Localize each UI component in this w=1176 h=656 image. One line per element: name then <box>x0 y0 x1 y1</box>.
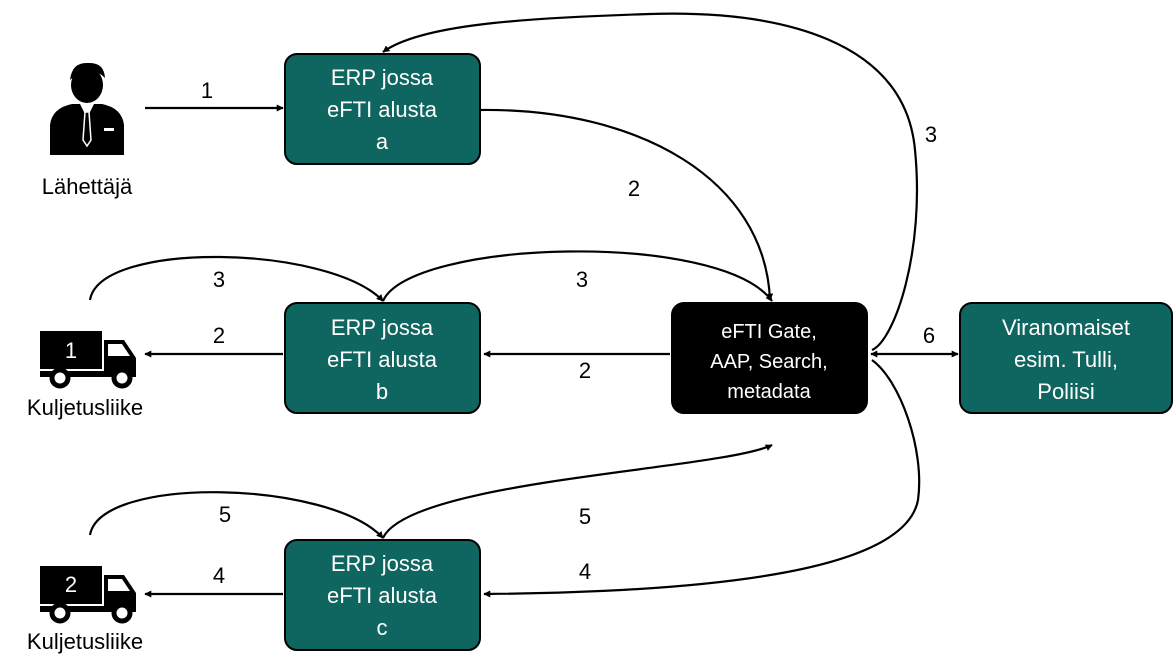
label-a-to-gate: 2 <box>628 176 640 201</box>
gate-line-1: eFTI Gate, <box>721 321 817 343</box>
sender-icon <box>50 62 124 155</box>
truck-2-badge: 2 <box>65 572 77 597</box>
label-carrier1-to-b: 3 <box>213 267 225 292</box>
erp-a-box: ERP jossa eFTI alusta a <box>284 53 481 165</box>
carrier-1-to-erp-b-arrow <box>88 255 384 302</box>
authorities-line-1: Viranomaiset <box>1002 315 1130 340</box>
erp-c-line-1: ERP jossa <box>331 551 434 576</box>
erp-b-line-3: b <box>376 379 388 404</box>
truck-1-badge: 1 <box>65 338 77 363</box>
gate-line-3: metadata <box>727 381 811 403</box>
label-b-to-carrier1: 2 <box>213 323 225 348</box>
erp-a-line-2: eFTI alusta <box>327 97 438 122</box>
label-gate-to-a: 3 <box>925 122 937 147</box>
truck-1-icon <box>40 331 136 389</box>
erp-b-line-1: ERP jossa <box>331 315 434 340</box>
carrier-2-label: Kuljetusliike <box>27 629 143 654</box>
erp-a-line-3: a <box>376 129 389 154</box>
label-sender-to-a: 1 <box>201 78 213 103</box>
sender-label: Lähettäjä <box>42 174 133 199</box>
label-b-to-gate: 3 <box>576 267 588 292</box>
erp-c-to-gate-arrow <box>382 444 773 539</box>
label-gate-authorities: 6 <box>923 323 935 348</box>
erp-c-box: ERP jossa eFTI alusta c <box>284 539 481 651</box>
erp-a-line-1: ERP jossa <box>331 65 434 90</box>
label-c-to-carrier2: 4 <box>213 563 225 588</box>
erp-b-box: ERP jossa eFTI alusta b <box>284 302 481 414</box>
erp-c-line-2: eFTI alusta <box>327 583 438 608</box>
authorities-box: Viranomaiset esim. Tulli, Poliisi <box>959 302 1173 414</box>
label-gate-to-c: 4 <box>579 559 591 584</box>
authorities-line-2: esim. Tulli, <box>1014 347 1118 372</box>
carrier-2-to-erp-c-arrow <box>88 491 384 539</box>
authorities-line-3: Poliisi <box>1037 379 1094 404</box>
label-gate-to-b: 2 <box>579 358 591 383</box>
label-c-to-gate: 5 <box>579 504 591 529</box>
truck-2-icon <box>40 566 136 624</box>
erp-c-line-3: c <box>377 615 388 640</box>
efti-gate-box: eFTI Gate, AAP, Search, metadata <box>671 302 868 414</box>
gate-to-erp-a-arrow <box>382 12 919 352</box>
erp-b-to-gate-arrow <box>381 250 773 302</box>
carrier-1-label: Kuljetusliike <box>27 395 143 420</box>
gate-line-2: AAP, Search, <box>710 351 827 373</box>
gate-to-erp-c-arrow <box>483 359 921 598</box>
label-carrier2-to-c: 5 <box>219 502 231 527</box>
erp-a-to-gate-arrow <box>479 108 774 301</box>
erp-b-line-2: eFTI alusta <box>327 347 438 372</box>
